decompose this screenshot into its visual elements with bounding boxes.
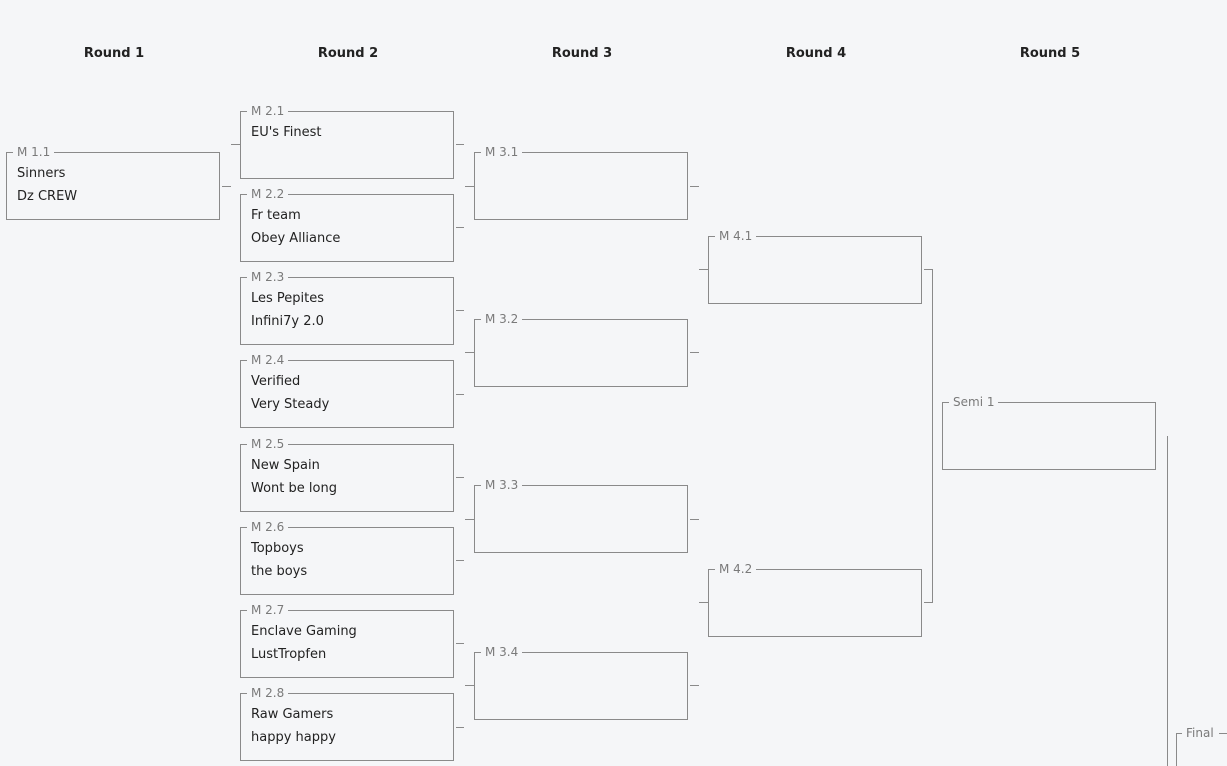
- team-name: Obey Alliance: [251, 231, 341, 246]
- final-match-border: [1176, 733, 1182, 734]
- match-label: M 3.2: [481, 311, 523, 327]
- match-m2-1[interactable]: M 2.1 EU's Finest: [240, 103, 454, 179]
- match-m2-7[interactable]: M 2.7 Enclave Gaming LustTropfen: [240, 602, 454, 678]
- match-m2-6[interactable]: M 2.6 Topboys the boys: [240, 519, 454, 595]
- round-5-header: Round 5: [1019, 46, 1081, 61]
- team-name: New Spain: [251, 458, 320, 473]
- match-m2-5[interactable]: M 2.5 New Spain Wont be long: [240, 436, 454, 512]
- connector-line: [690, 685, 699, 686]
- connector-line: [456, 227, 464, 228]
- connector-line: [222, 186, 231, 187]
- connector-line: [231, 144, 240, 145]
- connector-line: [456, 643, 464, 644]
- match-m2-8[interactable]: M 2.8 Raw Gamers happy happy: [240, 685, 454, 761]
- team-name: Very Steady: [251, 397, 330, 412]
- team-name: Raw Gamers: [251, 707, 334, 722]
- team-name: Verified: [251, 374, 301, 389]
- match-label: M 2.1: [247, 103, 289, 119]
- round-1-header: Round 1: [83, 46, 145, 61]
- match-label: M 4.2: [715, 561, 757, 577]
- connector-line: [456, 727, 464, 728]
- team-name: Les Pepites: [251, 291, 325, 306]
- connector-line: [456, 560, 464, 561]
- match-m2-2[interactable]: M 2.2 Fr team Obey Alliance: [240, 186, 454, 262]
- match-label: M 2.4: [247, 352, 289, 368]
- team-name: Dz CREW: [17, 189, 78, 204]
- team-name: Topboys: [251, 541, 304, 556]
- round-4-header: Round 4: [785, 46, 847, 61]
- match-m4-2[interactable]: M 4.2: [708, 561, 922, 637]
- match-label: M 3.3: [481, 477, 523, 493]
- connector-line: [699, 269, 708, 270]
- connector-line: [699, 602, 708, 603]
- connector-line: [465, 352, 474, 353]
- match-label: M 1.1: [13, 144, 55, 160]
- connector-line: [465, 186, 474, 187]
- match-label: M 2.3: [247, 269, 289, 285]
- round-2-header: Round 2: [317, 46, 379, 61]
- match-label: M 3.1: [481, 144, 523, 160]
- match-label: Semi 1: [949, 394, 999, 410]
- team-name: EU's Finest: [251, 125, 322, 140]
- match-label: M 4.1: [715, 228, 757, 244]
- match-m3-3[interactable]: M 3.3: [474, 477, 688, 553]
- match-m3-2[interactable]: M 3.2: [474, 311, 688, 387]
- connector-line: [690, 519, 699, 520]
- connector-line: [456, 310, 464, 311]
- match-m2-4[interactable]: M 2.4 Verified Very Steady: [240, 352, 454, 428]
- match-m2-3[interactable]: M 2.3 Les Pepites Infini7y 2.0: [240, 269, 454, 345]
- connector-line: [924, 602, 933, 603]
- team-name: Enclave Gaming: [251, 624, 357, 639]
- match-label: M 2.6: [247, 519, 289, 535]
- match-semi-1[interactable]: Semi 1: [942, 394, 1156, 470]
- connector-line: [456, 144, 464, 145]
- connector-line: [1167, 436, 1168, 766]
- connector-line: [924, 269, 933, 270]
- match-label: M 3.4: [481, 644, 523, 660]
- connector-line: [456, 394, 464, 395]
- connector-line: [465, 685, 474, 686]
- match-label: M 2.8: [247, 685, 289, 701]
- connector-line: [465, 519, 474, 520]
- match-label: M 2.2: [247, 186, 289, 202]
- round-3-header: Round 3: [551, 46, 613, 61]
- connector-line: [932, 269, 933, 603]
- team-name: Infini7y 2.0: [251, 314, 324, 329]
- team-name: happy happy: [251, 730, 336, 745]
- team-name: Wont be long: [251, 481, 337, 496]
- team-name: Fr team: [251, 208, 301, 223]
- team-name: LustTropfen: [251, 647, 327, 662]
- match-m3-1[interactable]: M 3.1: [474, 144, 688, 220]
- match-label: M 2.5: [247, 436, 289, 452]
- final-match-border: [1176, 733, 1177, 766]
- team-name: Sinners: [17, 166, 66, 181]
- connector-line: [690, 352, 699, 353]
- team-name: the boys: [251, 564, 308, 579]
- match-m3-4[interactable]: M 3.4: [474, 644, 688, 720]
- match-label: M 2.7: [247, 602, 289, 618]
- final-match-border: [1219, 733, 1227, 734]
- match-m1-1[interactable]: M 1.1 Sinners Dz CREW: [6, 144, 220, 220]
- final-match-label[interactable]: Final: [1182, 725, 1218, 741]
- connector-line: [690, 186, 699, 187]
- match-m4-1[interactable]: M 4.1: [708, 228, 922, 304]
- connector-line: [456, 477, 464, 478]
